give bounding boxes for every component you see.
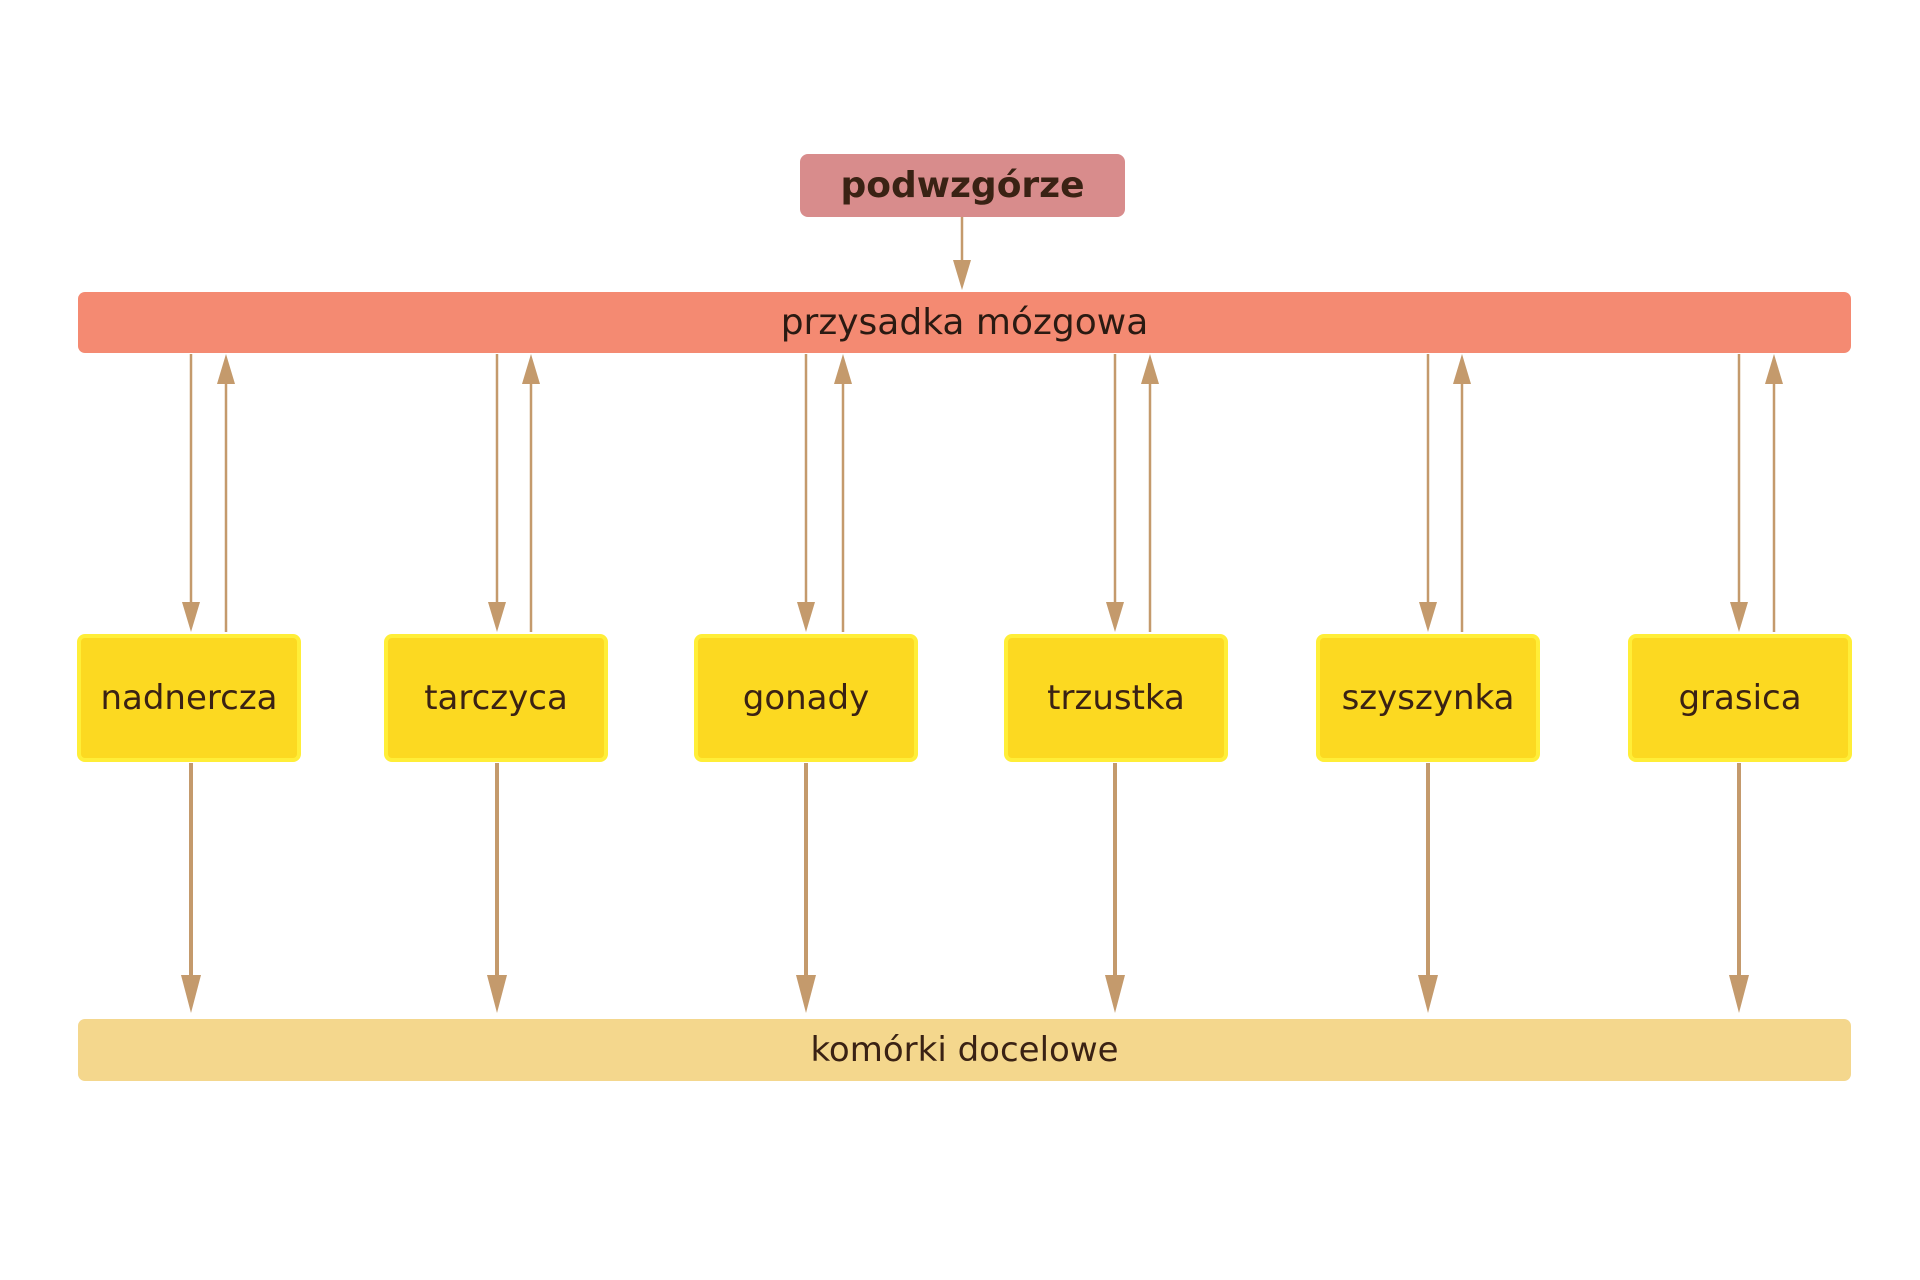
arrowhead-down-icon [181, 975, 201, 1013]
arrowhead-down-icon [488, 602, 506, 632]
pituitary-node: przysadka mózgowa [78, 292, 1851, 353]
arrowhead-down-icon [1419, 602, 1437, 632]
arrowhead-down-icon [487, 975, 507, 1013]
gland-node-thyroid: tarczyca [384, 634, 608, 762]
arrowhead-down-icon [797, 602, 815, 632]
target-cells-node: komórki docelowe [78, 1019, 1851, 1081]
arrowhead-down-icon [1105, 975, 1125, 1013]
arrowhead-up-icon [834, 354, 852, 384]
arrowhead-up-icon [217, 354, 235, 384]
gland-node-gonads: gonady [694, 634, 918, 762]
arrowhead-down-icon [1730, 602, 1748, 632]
arrowhead-down-icon [1729, 975, 1749, 1013]
arrowhead-down-icon [953, 260, 971, 290]
arrowhead-up-icon [1765, 354, 1783, 384]
gland-node-pancreas: trzustka [1004, 634, 1228, 762]
arrowhead-down-icon [1418, 975, 1438, 1013]
gland-node-adrenal: nadnercza [77, 634, 301, 762]
hypothalamus-node: podwzgórze [800, 154, 1125, 217]
gland-node-thymus: grasica [1628, 634, 1852, 762]
arrowhead-down-icon [796, 975, 816, 1013]
arrowhead-down-icon [182, 602, 200, 632]
arrowhead-up-icon [1453, 354, 1471, 384]
arrowhead-up-icon [1141, 354, 1159, 384]
gland-node-pineal: szyszynka [1316, 634, 1540, 762]
arrowhead-down-icon [1106, 602, 1124, 632]
arrowhead-up-icon [522, 354, 540, 384]
